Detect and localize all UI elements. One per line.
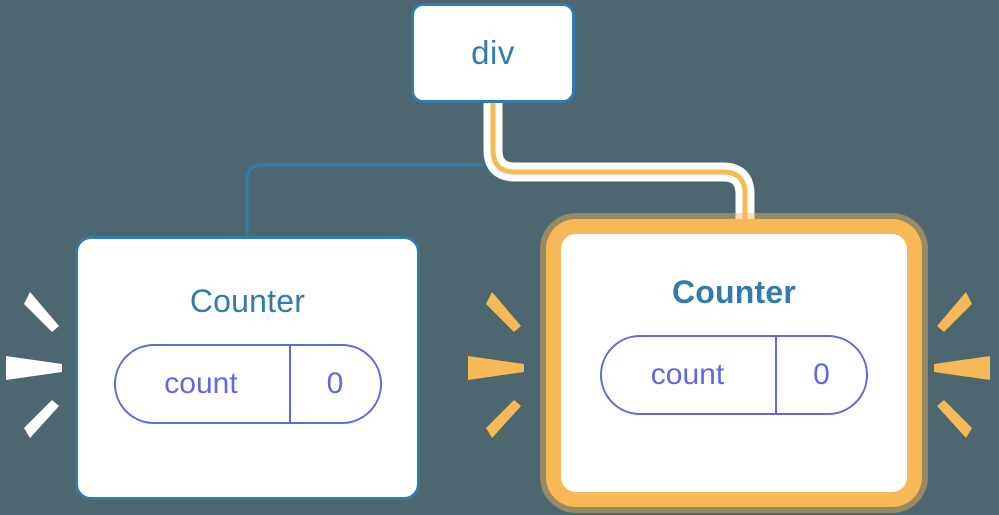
state-pill-right: count 0 [600,335,868,415]
state-key-left: count [164,367,238,400]
edge-div-to-counter-right [490,103,748,231]
state-key-right: count [650,358,725,391]
node-counter-left-title: Counter [189,283,306,319]
state-pill-left: count 0 [113,344,382,424]
node-counter-right-title: Counter [671,274,797,310]
node-counter-left[interactable]: Counter count 0 [75,236,420,500]
node-counter-right[interactable]: Counter count 0 [558,231,910,495]
state-value-left: 0 [288,346,380,422]
edge-div-to-counter-left [245,101,495,238]
state-value-right: 0 [775,337,866,413]
edge-div-to-counter-right-halo [483,103,755,231]
node-div[interactable]: div [411,3,575,103]
node-div-label: div [471,34,515,71]
